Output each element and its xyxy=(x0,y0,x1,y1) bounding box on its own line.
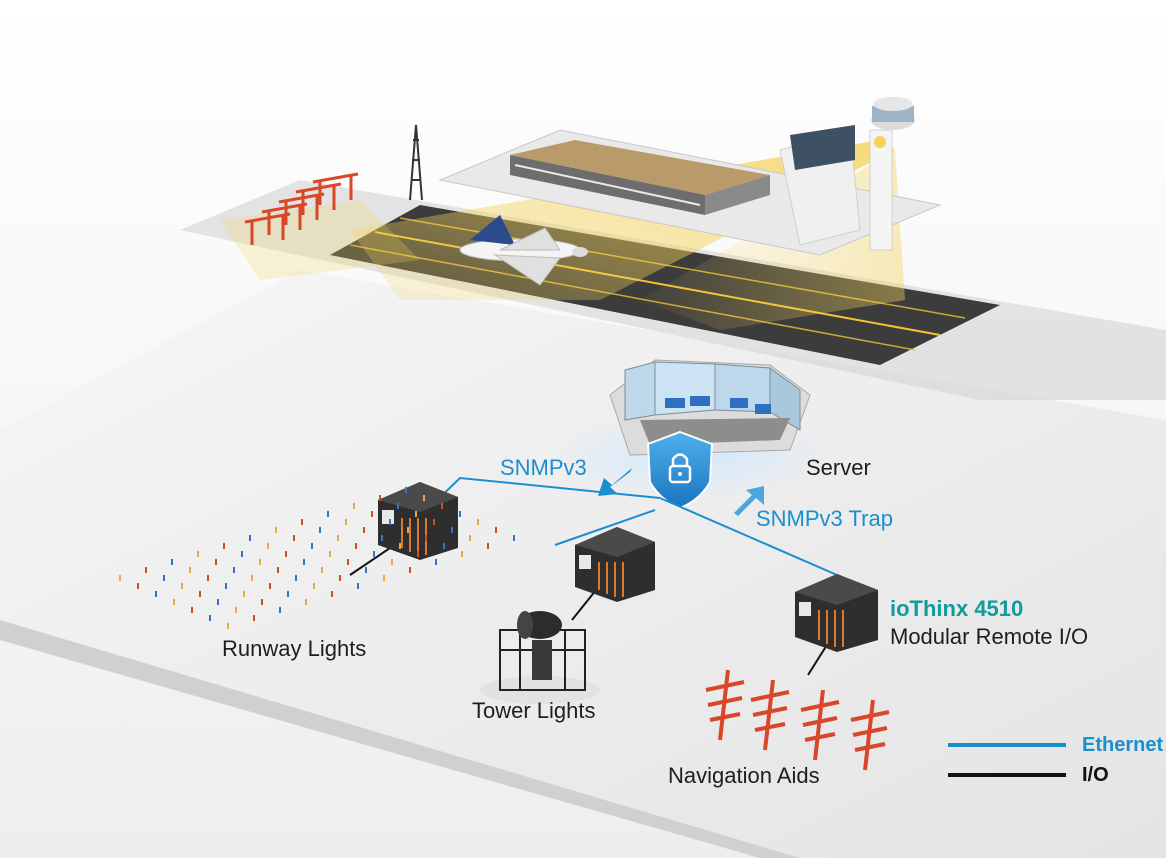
snmpv3-label: SNMPv3 xyxy=(500,455,587,480)
legend-io-label: I/O xyxy=(1082,764,1109,786)
product-name-label: ioThinx 4510 xyxy=(890,596,1024,621)
legend-ethernet-label: Ethernet xyxy=(1082,734,1164,756)
runway-lights-label: Runway Lights xyxy=(222,636,367,661)
approach-lights xyxy=(244,172,359,245)
tower-light-fixture xyxy=(480,611,600,704)
product-desc-label: Modular Remote I/O xyxy=(890,624,1089,649)
airplane xyxy=(459,215,588,286)
navigation-aid-mast xyxy=(850,699,890,771)
navigation-aid-mast xyxy=(705,669,745,741)
navigation-aids xyxy=(705,669,890,771)
iothinx-module-navaids xyxy=(795,574,878,652)
radio-mast xyxy=(409,124,423,201)
platform-edge xyxy=(0,620,800,858)
iothinx-module-tower xyxy=(575,527,655,602)
server-label: Server xyxy=(806,455,871,480)
navigation-aids-label: Navigation Aids xyxy=(668,763,820,788)
runway-lights-field xyxy=(119,487,515,629)
tower-lights-label: Tower Lights xyxy=(472,698,596,723)
snmpv3-arrow xyxy=(598,468,632,496)
navigation-aid-mast xyxy=(800,689,840,761)
snmpv3-trap-label: SNMPv3 Trap xyxy=(756,506,893,531)
control-tower xyxy=(779,97,915,251)
control-room-server xyxy=(609,359,811,456)
shield-lock-icon xyxy=(646,430,714,510)
navigation-aid-mast xyxy=(750,679,790,751)
snmpv3-trap-arrow xyxy=(734,486,764,516)
